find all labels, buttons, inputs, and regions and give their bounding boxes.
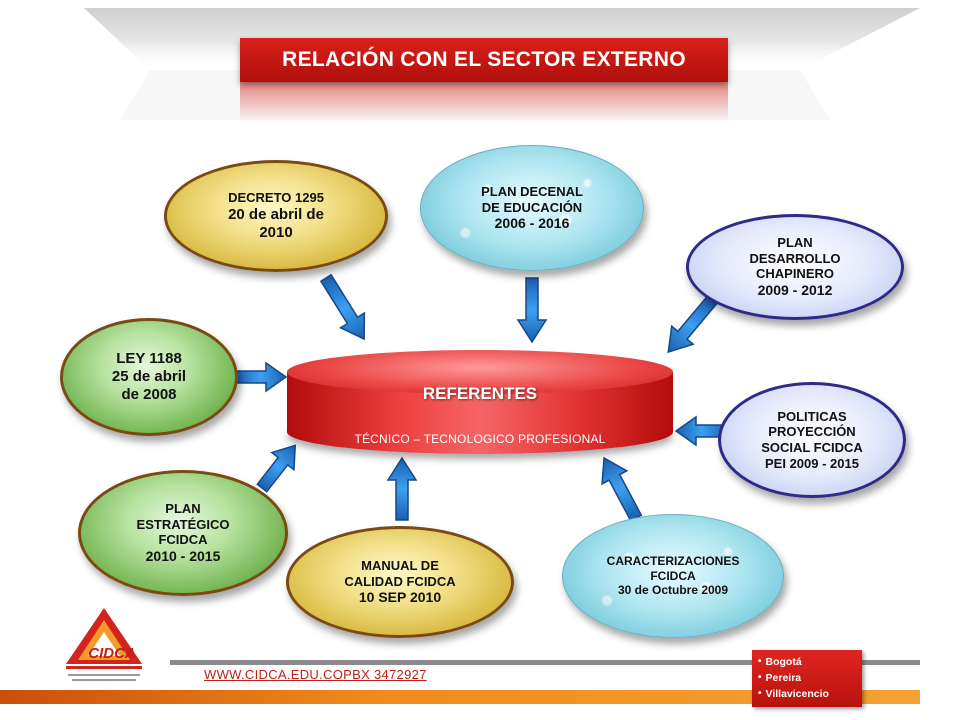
node-plan-decenal: PLAN DECENAL DE EDUCACIÓN 2006 - 2016: [420, 145, 644, 271]
bullet-icon: •: [758, 688, 762, 699]
arrow-plan-estrategico: [256, 444, 297, 493]
node-line: 25 de abril: [111, 368, 187, 385]
node-line: CARACTERIZACIONES: [606, 554, 740, 569]
node-line: PLAN: [777, 235, 813, 251]
node-line: CHAPINERO: [755, 266, 834, 282]
node-line: LEY 1188: [116, 350, 182, 367]
node-line: 2006 - 2016: [494, 215, 570, 232]
city-item: • Pereira: [758, 670, 862, 686]
arrow-decreto: [319, 273, 366, 341]
cylinder-top: [287, 350, 673, 394]
cities-box: • Bogotá • Pereira • Villavicencio: [752, 650, 862, 707]
node-ley-1188: LEY 1188 25 de abril de 2008: [60, 318, 238, 436]
node-line: CALIDAD FCIDCA: [344, 573, 456, 589]
node-line: 10 SEP 2010: [358, 589, 442, 606]
node-politicas: POLITICAS PROYECCIÓN SOCIAL FCIDCA PEI 2…: [718, 382, 906, 498]
arrow-plan-desarrollo: [667, 295, 718, 354]
referentes-subtitle: TÉCNICO – TECNOLOGICO PROFESIONAL: [354, 432, 606, 446]
node-line: FCIDCA: [158, 532, 208, 548]
node-caracterizaciones: CARACTERIZACIONES FCIDCA 30 de Octubre 2…: [562, 514, 784, 638]
node-decreto-1295: DECRETO 1295 20 de abril de 2010: [164, 160, 388, 272]
node-line: DECRETO 1295: [228, 190, 324, 206]
node-line: POLITICAS: [777, 408, 847, 424]
node-line: PLAN DECENAL: [481, 184, 583, 199]
node-line: DESARROLLO: [749, 250, 841, 266]
bullet-icon: •: [758, 672, 762, 683]
node-line: FCIDCA: [650, 568, 696, 583]
arrow-plan-decenal: [516, 277, 548, 344]
node-line: 30 de Octubre 2009: [617, 583, 729, 598]
node-plan-desarrollo: PLAN DESARROLLO CHAPINERO 2009 - 2012: [686, 214, 904, 320]
arrow-manual: [386, 456, 418, 521]
website-link[interactable]: WWW.CIDCA.EDU.COPBX 3472927: [204, 667, 427, 682]
node-line: PEI 2009 - 2015: [765, 455, 859, 471]
page-title: RELACIÓN CON EL SECTOR EXTERNO: [240, 38, 728, 82]
bullet-icon: •: [758, 656, 762, 667]
city-label: Pereira: [765, 672, 802, 684]
cidca-logo: [66, 608, 142, 681]
node-line: SOCIAL FCIDCA: [761, 440, 863, 455]
footer-divider: [170, 660, 920, 665]
node-line: ESTRATÉGICO: [136, 516, 230, 532]
node-line: 20 de abril de: [228, 205, 324, 223]
arrow-caracterizaciones: [601, 456, 643, 522]
node-line: PROYECCIÓN: [768, 424, 856, 440]
city-label: Villavicencio: [765, 688, 829, 700]
footer-orange-bar: [0, 690, 920, 704]
city-label: Bogotá: [765, 656, 802, 668]
logo-text: CIDCA: [88, 645, 136, 662]
node-line: DE EDUCACIÓN: [481, 199, 583, 215]
node-plan-estrategico: PLAN ESTRATÉGICO FCIDCA 2010 - 2015: [78, 470, 288, 596]
arrow-ley: [235, 361, 288, 393]
node-line: 2010: [259, 223, 293, 241]
node-manual-calidad: MANUAL DE CALIDAD FCIDCA 10 SEP 2010: [286, 526, 514, 638]
node-line: 2009 - 2012: [757, 281, 833, 298]
title-reflection: [240, 82, 728, 122]
node-line: PLAN: [165, 501, 201, 517]
node-line: 2010 - 2015: [145, 547, 221, 564]
node-line: MANUAL DE: [361, 558, 439, 573]
node-line: de 2008: [121, 386, 177, 403]
city-item: • Villavicencio: [758, 686, 862, 702]
city-item: • Bogotá: [758, 654, 862, 670]
referentes-title: REFERENTES: [422, 384, 538, 403]
